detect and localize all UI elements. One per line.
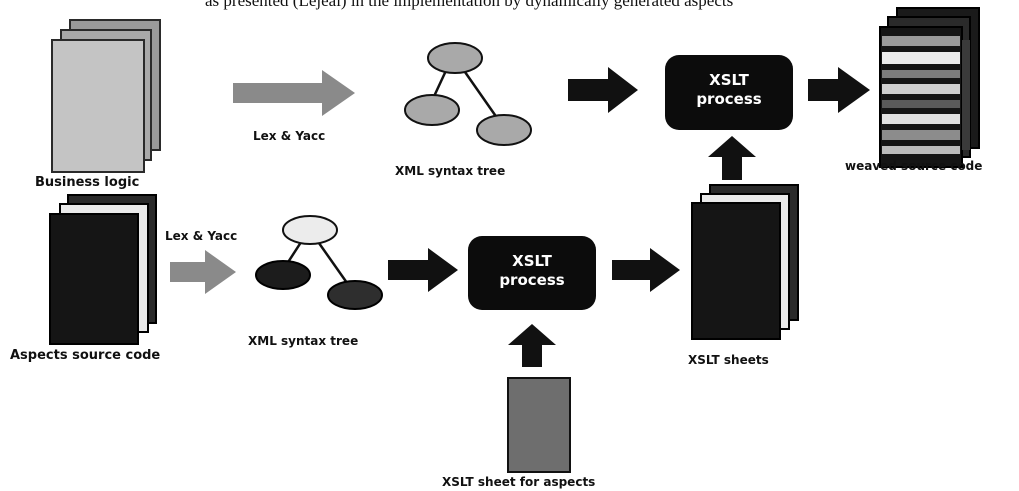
lex-yacc-bottom-arrow-icon [170,250,236,294]
xslt-sheets-doc-stack-icon [691,184,799,340]
lex-yacc-top-arrow-icon [233,70,355,116]
arrow-to-xslt-sheets-icon [612,248,680,292]
xslt-process-top-line2: process [696,90,761,108]
aspects-source-code-doc-stack-icon [49,194,157,345]
xslt-sheet-for-aspects-doc-icon [507,377,571,473]
arrow-to-xslt-process-top-icon [568,67,638,113]
arrow-up-to-xslt-process-top-icon [708,136,756,180]
arrow-to-weaved-source-icon [808,67,870,113]
lex-yacc-bottom-label: Lex & Yacc [165,229,237,243]
lex-yacc-top-label: Lex & Yacc [253,129,325,143]
xslt-process-bottom-line2: process [499,271,564,289]
xml-syntax-tree-top-label: XML syntax tree [395,164,505,178]
xslt-process-top: XSLT process [665,55,793,130]
business-logic-label: Business logic [35,175,139,190]
aspects-source-code-label: Aspects source code [10,348,160,363]
arrow-to-xslt-process-bottom-icon [388,248,458,292]
xml-syntax-tree-bottom-icon [255,215,383,310]
xml-syntax-tree-top-icon [404,42,532,146]
xslt-sheet-for-aspects-label: XSLT sheet for aspects [442,475,595,489]
weaved-source-code-doc-stack-icon [879,7,980,168]
caption-top: as presented (Lejeal) in the implementat… [205,0,733,10]
weaved-source-code-label: weaved source code [845,159,982,173]
xslt-process-bottom: XSLT process [468,236,596,310]
business-logic-doc-stack-icon [51,19,161,173]
xml-syntax-tree-bottom-label: XML syntax tree [248,334,358,348]
xslt-process-top-line1: XSLT [709,71,749,89]
arrow-up-to-xslt-process-bottom-icon [508,324,556,367]
xslt-process-bottom-line1: XSLT [512,252,552,270]
xslt-sheets-label: XSLT sheets [688,353,769,367]
